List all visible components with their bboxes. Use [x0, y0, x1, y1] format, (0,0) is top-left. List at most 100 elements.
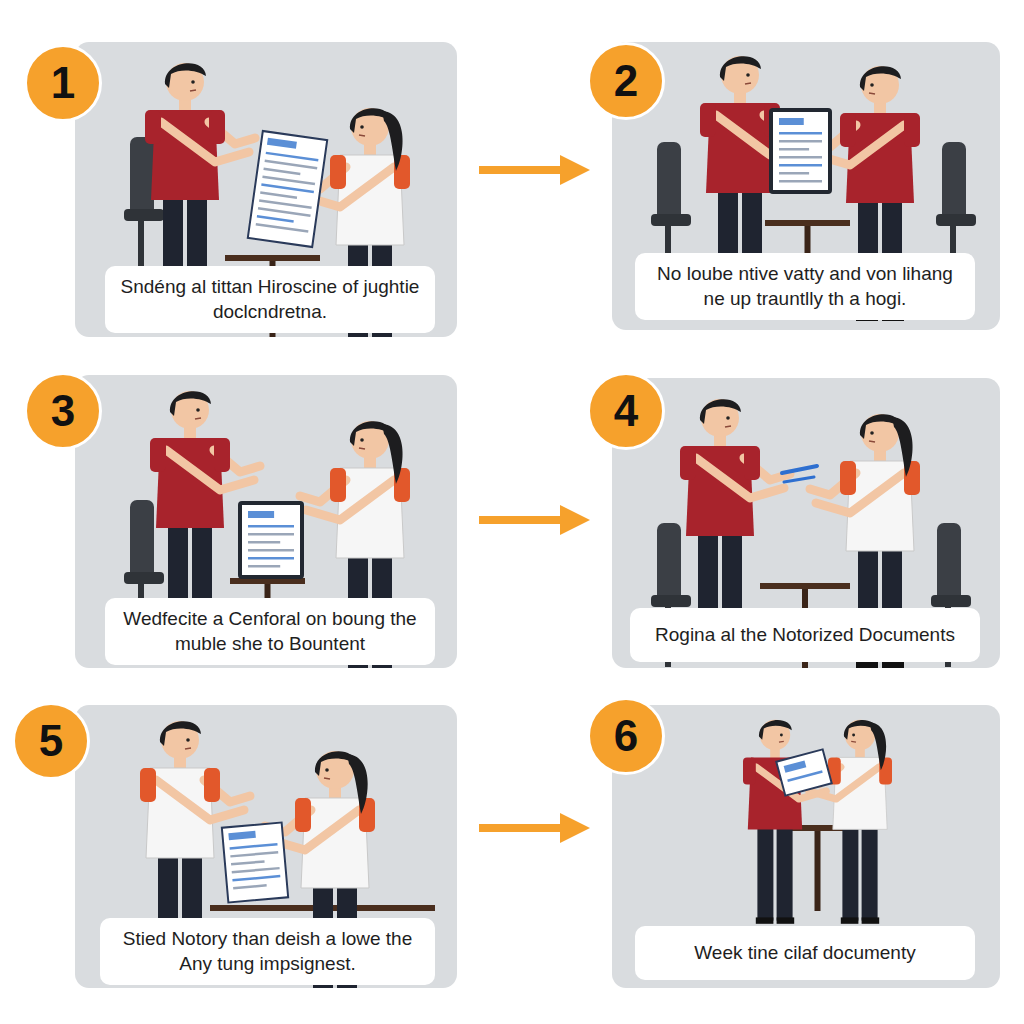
step-panel: 2No loube ntive vatty and von lihang ne …	[612, 42, 1000, 330]
tablet	[773, 112, 828, 190]
ponytail	[892, 417, 913, 477]
shoe	[777, 917, 795, 923]
hair	[700, 399, 741, 424]
sleeve	[140, 768, 156, 802]
table	[760, 583, 850, 589]
hair	[170, 391, 211, 416]
mouth	[851, 741, 856, 743]
leg	[757, 825, 773, 921]
tablet	[238, 501, 304, 579]
mouth	[869, 441, 875, 442]
chair	[657, 142, 681, 222]
tablet	[248, 525, 294, 528]
document	[222, 823, 288, 903]
caption-text: Stied Notory than deish a lowe the Any t…	[100, 918, 435, 985]
chair	[657, 523, 681, 603]
sleeve	[150, 438, 166, 472]
hair	[860, 66, 901, 91]
document	[776, 749, 831, 795]
hair	[759, 720, 792, 740]
chair	[931, 595, 971, 607]
sleeve	[904, 113, 920, 147]
leg	[842, 825, 858, 921]
tablet	[242, 505, 300, 575]
step-panel: 5Stied Notory than deish a lowe the Any …	[75, 705, 457, 988]
caption-text: Rogina al the Notorized Documents	[630, 608, 980, 662]
flow-arrow	[479, 166, 575, 174]
tablet	[248, 557, 294, 560]
mouth	[869, 93, 875, 94]
chair	[937, 523, 961, 603]
shoe	[756, 917, 774, 923]
document	[261, 183, 314, 193]
sleeve	[330, 155, 346, 189]
document	[263, 167, 300, 175]
eye	[746, 73, 750, 77]
flow-arrow	[479, 516, 575, 524]
chair	[130, 137, 154, 217]
document	[784, 760, 807, 772]
document	[262, 175, 315, 185]
chair	[651, 214, 691, 226]
step-number: 5	[12, 702, 90, 780]
tablet	[779, 172, 809, 175]
shoe	[882, 661, 904, 668]
chair	[651, 595, 691, 607]
hair	[165, 63, 206, 88]
step-number: 3	[24, 372, 102, 450]
pen	[784, 477, 814, 482]
step-number: 2	[587, 42, 665, 120]
mouth	[190, 90, 196, 91]
document	[232, 867, 280, 874]
leg	[862, 825, 878, 921]
ponytail	[347, 754, 368, 814]
sleeve	[680, 446, 696, 480]
tablet	[248, 533, 294, 536]
document	[248, 131, 327, 247]
ponytail	[382, 111, 403, 171]
mouth	[779, 741, 784, 743]
tablet	[779, 180, 822, 183]
mouth	[725, 426, 731, 427]
scene	[743, 720, 892, 924]
eye	[726, 416, 730, 420]
document	[231, 860, 265, 865]
document	[233, 884, 267, 889]
shoe	[856, 661, 878, 668]
eye	[780, 734, 783, 737]
sleeve	[204, 768, 220, 802]
tablet	[248, 565, 280, 568]
eye	[186, 738, 190, 742]
chair	[130, 500, 154, 580]
document	[248, 131, 327, 247]
tablet	[779, 132, 822, 135]
caption-text: Week tine cilaf documenty	[635, 926, 975, 980]
eye	[325, 768, 329, 772]
document	[230, 851, 278, 858]
sleeve	[744, 446, 760, 480]
mouth	[745, 83, 751, 84]
eye	[196, 408, 200, 412]
step-number: 1	[24, 44, 102, 122]
document	[787, 770, 822, 782]
step-number: 6	[587, 697, 665, 775]
flow-arrow	[479, 824, 575, 832]
chair	[124, 572, 164, 584]
tablet	[248, 549, 294, 552]
tablet	[779, 148, 809, 151]
person-figure	[743, 720, 831, 924]
ponytail	[382, 424, 403, 484]
document	[222, 823, 288, 903]
tablet	[238, 501, 304, 579]
document	[266, 152, 319, 162]
sleeve	[840, 113, 856, 147]
hair	[720, 56, 761, 81]
sleeve	[145, 110, 161, 144]
document	[260, 191, 297, 199]
chair	[942, 142, 966, 222]
tablet	[779, 140, 822, 143]
mouth	[324, 778, 330, 779]
tablet	[769, 108, 832, 194]
step-panel: 6Week tine cilaf documenty	[612, 705, 1000, 988]
